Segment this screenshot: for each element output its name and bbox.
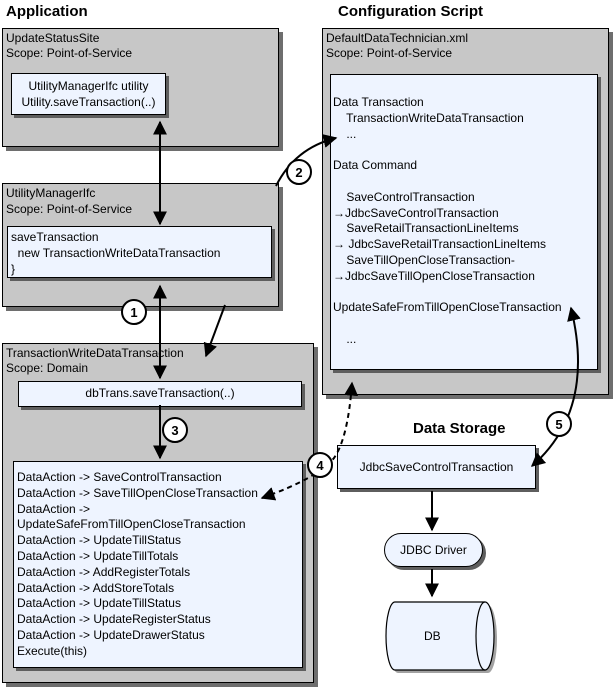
config-line: ...	[333, 331, 357, 346]
link-config-to-jdbc-save	[530, 306, 581, 467]
db-label: DB	[424, 629, 441, 643]
jdbc-save-control-text: JdbcSaveControlTransaction	[359, 460, 514, 474]
utility-call-box: UtilityManagerIfc utility Utility.saveTr…	[11, 73, 166, 115]
config-line: SaveControlTransaction	[333, 189, 475, 204]
step-badge: 2	[286, 159, 312, 185]
update-status-site-box: UpdateStatusSite Scope: Point-of-Service…	[2, 28, 279, 147]
config-line: Data Transaction	[333, 95, 424, 109]
data-action-line: DataAction -> SaveControlTransaction	[17, 470, 222, 484]
data-action-line: DataAction -> SaveTillOpenCloseTransacti…	[17, 485, 258, 500]
data-action-line: DataAction -> UpdateTillStatus	[17, 596, 181, 611]
save-transaction-line: saveTransaction	[11, 230, 99, 244]
config-line: Data Command	[333, 158, 418, 173]
db-trans-call-box: dbTrans.saveTransaction(..)	[18, 381, 302, 407]
jdbc-save-control-box: JdbcSaveControlTransaction	[337, 445, 536, 489]
config-line: →JdbcSaveControlTransaction	[333, 205, 499, 220]
data-storage-header: Data Storage	[413, 420, 506, 437]
config-line: →JdbcSaveTillOpenCloseTransaction	[333, 268, 535, 283]
jdbc-driver-node: JDBC Driver	[384, 533, 483, 567]
utility-manager-title: UtilityManagerIfc	[6, 186, 96, 200]
save-transaction-line: }	[11, 261, 16, 276]
data-action-line: DataAction -> AddStoreTotals	[17, 580, 175, 595]
config-line: SaveRetailTransactionLineItems	[333, 221, 519, 236]
config-line: → JdbcSaveRetailTransactionLineItems	[333, 237, 546, 252]
update-status-site-scope: Scope: Point-of-Service	[6, 46, 133, 60]
config-line: ...	[333, 126, 357, 141]
db-trans-call-text: dbTrans.saveTransaction(..)	[85, 386, 235, 400]
utility-manager-scope: Scope: Point-of-Service	[6, 202, 133, 216]
config-line: SaveTillOpenCloseTransaction-	[333, 252, 515, 267]
config-file-scope: Scope: Point-of-Service	[326, 46, 453, 60]
config-line: TransactionWriteDataTransaction	[333, 110, 524, 125]
link-manager-to-transaction-header	[203, 304, 226, 358]
data-action-line: DataAction -> UpdateTillStatus	[17, 533, 181, 548]
transaction-write-box: TransactionWriteDataTransaction Scope: D…	[2, 343, 314, 683]
config-line: UpdateSafeFromTillOpenCloseTransaction	[333, 300, 562, 315]
data-action-line: DataAction -> UpdateDrawerStatus	[17, 627, 205, 642]
configuration-script-header: Configuration Script	[338, 3, 483, 20]
data-action-line: DataAction -> AddRegisterTotals	[17, 564, 191, 579]
data-actions-box: DataAction -> SaveControlTransaction Dat…	[13, 461, 303, 668]
jdbc-driver-text: JDBC Driver	[400, 543, 467, 557]
transaction-write-scope: Scope: Domain	[6, 361, 89, 375]
step-badge: 3	[162, 417, 188, 443]
data-action-line: DataAction -> UpdateTillTotals	[17, 548, 179, 563]
config-file-title: DefaultDataTechnician.xml	[326, 31, 469, 45]
utility-call-line: UtilityManagerIfc utility	[28, 79, 149, 93]
step-badge: 1	[121, 299, 147, 325]
data-action-line: UpdateSafeFromTillOpenCloseTransaction	[17, 517, 246, 532]
save-transaction-line: new TransactionWriteDataTransaction	[11, 245, 221, 260]
link-manager-to-config	[275, 134, 338, 187]
transaction-write-title: TransactionWriteDataTransaction	[6, 346, 184, 360]
link-actions-to-config-dashed	[260, 381, 359, 501]
application-header: Application	[6, 3, 88, 20]
data-action-line: DataAction ->	[17, 501, 91, 516]
data-action-line: DataAction -> UpdateRegisterStatus	[17, 612, 211, 627]
utility-call-line: Utility.saveTransaction(..)	[21, 94, 156, 109]
save-transaction-box: saveTransaction new TransactionWriteData…	[7, 226, 272, 278]
step-badge: 4	[307, 452, 333, 478]
data-action-line: Execute(this)	[17, 643, 88, 658]
step-badge: 5	[546, 411, 572, 437]
update-status-site-title: UpdateStatusSite	[6, 31, 100, 45]
utility-manager-box: UtilityManagerIfc Scope: Point-of-Servic…	[2, 183, 279, 307]
